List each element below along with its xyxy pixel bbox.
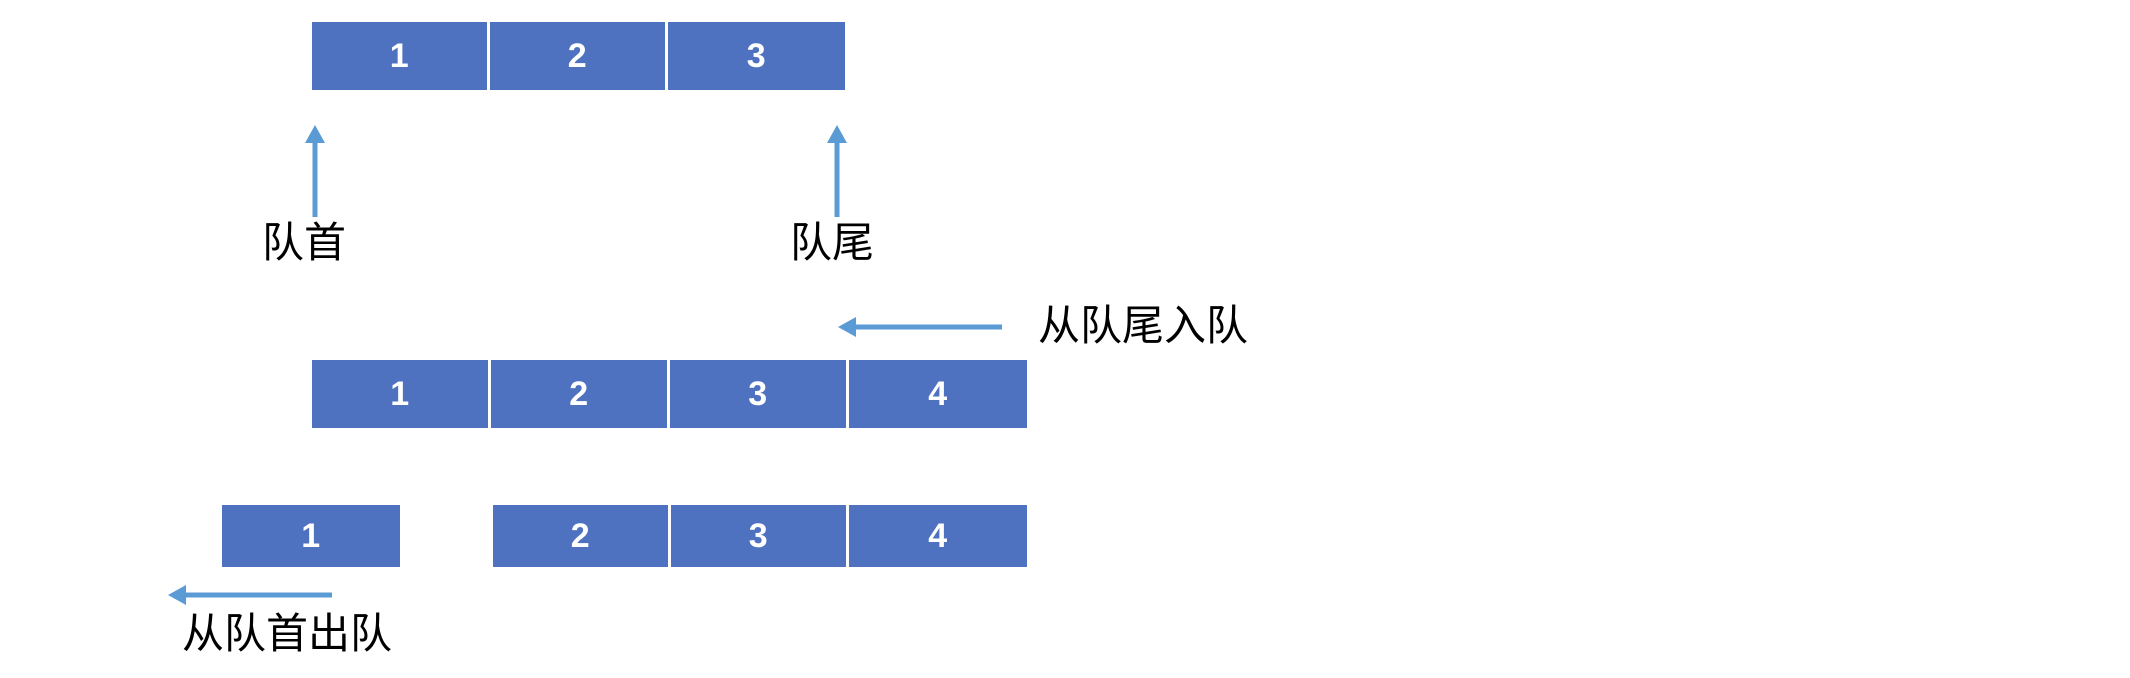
queue-tail-arrow-icon <box>822 125 852 217</box>
dequeue-from-head-label: 从队首出队 <box>182 609 393 658</box>
queue-cell: 3 <box>671 505 849 567</box>
queue-cell: 1 <box>222 505 400 567</box>
queue-cell: 2 <box>491 360 670 428</box>
queue-cell: 2 <box>493 505 671 567</box>
arrow-shaft <box>184 592 332 598</box>
arrow-head-icon <box>827 125 847 143</box>
queue-row-initial: 1 2 3 <box>312 22 845 90</box>
arrow-shaft <box>834 141 840 217</box>
queue-head-arrow-icon <box>300 125 330 217</box>
queue-head-label: 队首 <box>262 218 347 267</box>
arrow-head-icon <box>838 317 856 337</box>
queue-cell: 1 <box>312 22 490 90</box>
queue-cell: 1 <box>312 360 491 428</box>
queue-cell: 3 <box>668 22 845 90</box>
queue-row-after-dequeue: 2 3 4 <box>493 505 1027 567</box>
queue-row-after-enqueue: 1 2 3 4 <box>312 360 1027 428</box>
arrow-shaft <box>312 141 318 217</box>
enqueue-arrow-icon <box>838 312 1002 342</box>
queue-tail-label: 队尾 <box>790 218 875 267</box>
queue-row-dequeued-element: 1 <box>222 505 400 567</box>
arrow-head-icon <box>168 585 186 605</box>
queue-cell: 4 <box>849 360 1027 428</box>
queue-cell: 2 <box>490 22 668 90</box>
queue-cell: 4 <box>849 505 1027 567</box>
arrow-shaft <box>854 324 1002 330</box>
arrow-head-icon <box>305 125 325 143</box>
enqueue-from-tail-label: 从队尾入队 <box>1038 301 1249 350</box>
dequeue-arrow-icon <box>168 580 332 610</box>
queue-cell: 3 <box>670 360 849 428</box>
